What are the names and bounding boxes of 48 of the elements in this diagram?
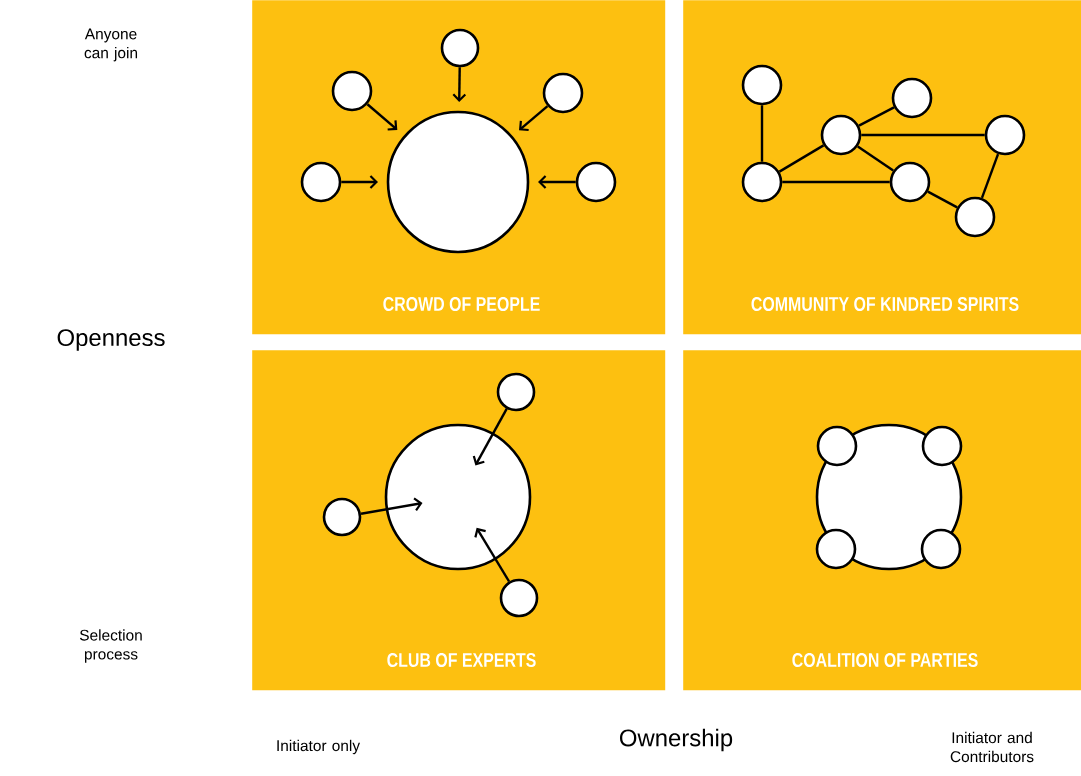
connector-line	[778, 144, 825, 173]
connector-line	[861, 133, 985, 137]
circle	[891, 77, 933, 119]
connector-line	[857, 145, 894, 172]
circle	[322, 497, 362, 537]
circle	[920, 528, 962, 570]
arrow	[474, 527, 511, 583]
connector-line	[760, 105, 764, 162]
circle	[984, 114, 1026, 156]
circle	[816, 425, 858, 467]
arrow	[538, 175, 576, 189]
circle	[575, 161, 617, 203]
circle	[496, 372, 536, 412]
circle	[499, 578, 539, 618]
circle	[815, 528, 857, 570]
connector-line	[782, 180, 890, 184]
circle	[384, 423, 532, 571]
connector-line	[858, 106, 895, 127]
axis-title: Openness	[57, 329, 165, 351]
circle	[542, 72, 584, 114]
axis-label: Initiator and Contributors	[950, 731, 1034, 763]
arrow	[366, 103, 398, 131]
arrow	[341, 175, 378, 189]
quadrant-panel	[683, 0, 1081, 335]
circle	[921, 425, 963, 467]
panel-title: COALITION OF PARTIES	[792, 652, 978, 668]
arrow	[360, 497, 423, 515]
arrow	[519, 105, 549, 132]
connector-line	[980, 153, 1000, 199]
panel-title: COMMUNITY OF KINDRED SPIRITS	[751, 296, 1019, 312]
circle	[386, 110, 530, 254]
circle	[889, 161, 931, 203]
circle	[954, 196, 996, 238]
axis-label: Initiator only	[277, 739, 360, 755]
circle	[300, 161, 342, 203]
arrow	[472, 408, 508, 466]
axis-title: Ownership	[620, 728, 733, 752]
connector-line	[927, 190, 958, 209]
panel-title: CROWD OF PEOPLE	[383, 296, 540, 312]
panel-title: CLUB OF EXPERTS	[387, 652, 536, 668]
circle	[741, 161, 783, 203]
circle	[331, 70, 373, 112]
circle	[741, 64, 783, 106]
arrow	[452, 67, 467, 102]
circle	[440, 28, 480, 68]
axis-label: Anyone can join	[84, 28, 137, 62]
axis-label: Selection process	[79, 629, 142, 663]
circle	[820, 114, 862, 156]
